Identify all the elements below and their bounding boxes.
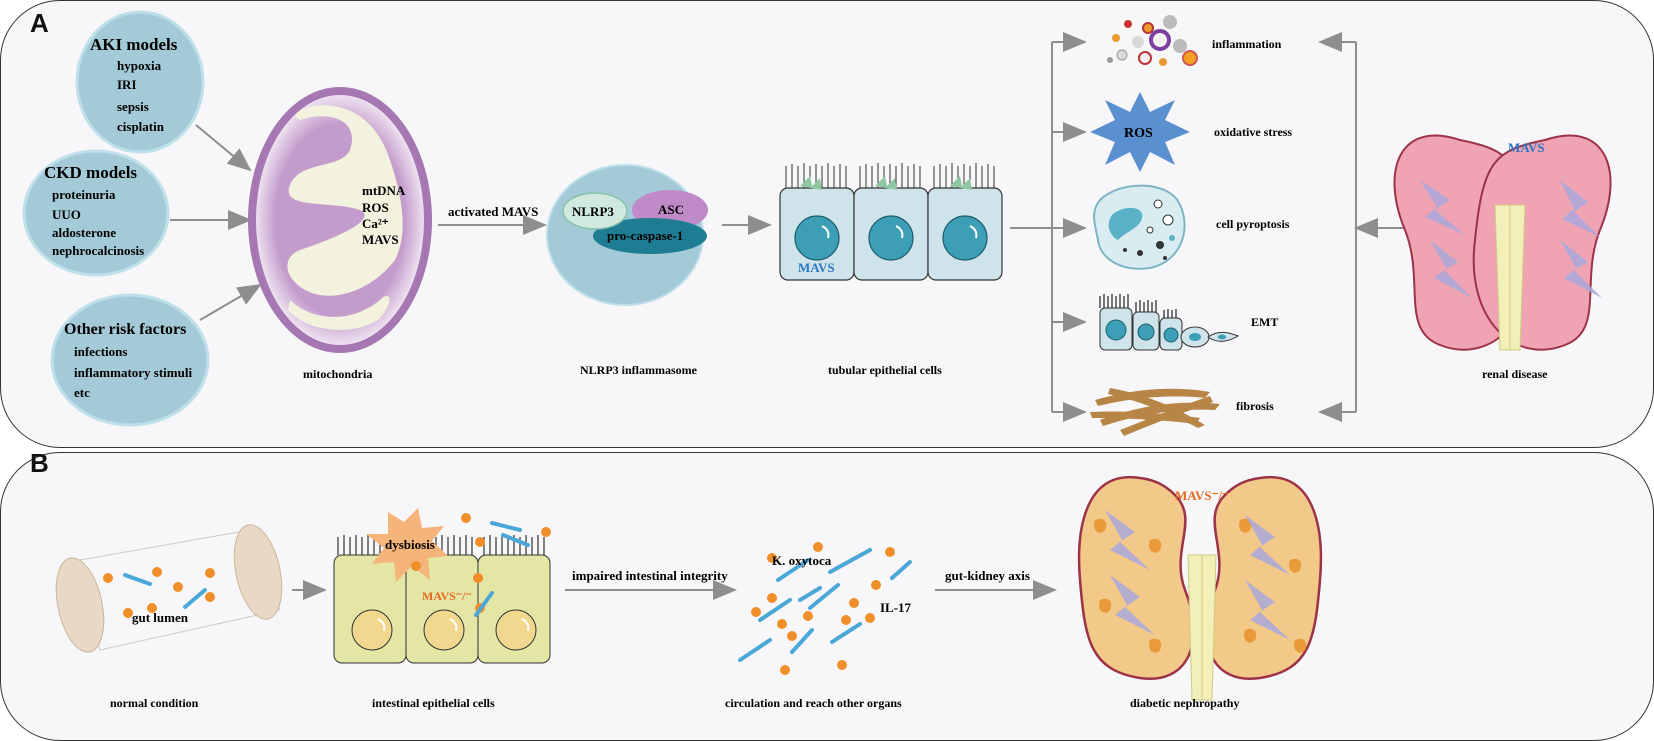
branch-arrows (1010, 32, 1404, 422)
mito-caption: mitochondria (303, 367, 372, 381)
other-item: etc (74, 385, 90, 400)
gut-kidney-axis-label: gut-kidney axis (945, 568, 1030, 583)
mavs-ko-label: MAVS⁻/⁻ (422, 589, 472, 603)
diabetic-nephropathy-caption: diabetic nephropathy (1130, 696, 1239, 710)
tubular-caption: tubular epithelial cells (828, 363, 942, 377)
gut-lumen-icon: gut lumen (55, 524, 283, 653)
kidney-mavs-ko-label: MAVS⁻/⁻ (1175, 488, 1229, 503)
intestinal-cells-icon: dysbiosis MAVS⁻/⁻ (333, 508, 551, 664)
outcome-oxidative-stress: oxidative stress (1214, 125, 1292, 139)
ros-star-icon: ROS (1090, 92, 1190, 172)
outcome-emt: EMT (1251, 315, 1278, 329)
procaspase-label: pro-caspase-1 (607, 228, 683, 243)
dysbiosis-label: dysbiosis (385, 537, 435, 552)
mito-item: MAVS (362, 232, 399, 247)
k-oxytoca-label: K. oxytoca (772, 553, 832, 568)
aki-item: cisplatin (117, 119, 165, 134)
aki-models-bubble: AKI models hypoxia IRI sepsis cisplatin (75, 10, 205, 154)
panel-b-label: B (30, 448, 49, 478)
inflammasome-icon: NLRP3 ASC pro-caspase-1 (546, 164, 708, 306)
other-title: Other risk factors (64, 321, 186, 338)
aki-item: IRI (117, 77, 137, 92)
mito-item: mtDNA (362, 183, 406, 198)
pyroptosis-cell-icon (1093, 184, 1186, 270)
inflammasome-caption: NLRP3 inflammasome (580, 363, 698, 377)
aki-item: sepsis (117, 99, 149, 114)
other-item: inflammatory stimuli (74, 365, 192, 380)
mito-item: ROS (362, 200, 389, 215)
nlrp3-label: NLRP3 (572, 204, 614, 219)
ros-label: ROS (1124, 126, 1153, 141)
ckd-item: UUO (52, 207, 81, 222)
cell-mavs-label: MAVS (798, 260, 835, 275)
intestinal-caption: intestinal epithelial cells (372, 696, 495, 710)
gut-lumen-label: gut lumen (132, 610, 189, 625)
emt-cells-icon (1099, 294, 1240, 351)
fibrosis-icon (1090, 388, 1220, 436)
ckd-item: aldosterone (52, 225, 116, 240)
ckd-item: proteinuria (52, 187, 116, 202)
ckd-title: CKD models (44, 163, 137, 182)
panel-a-label: A (30, 8, 49, 38)
outcome-cell-pyroptosis: cell pyroptosis (1216, 217, 1290, 231)
arrow (195, 124, 252, 172)
impaired-integrity-label: impaired intestinal integrity (572, 568, 728, 583)
bacteria-circulation-icon: K. oxytoca IL-17 (738, 542, 912, 675)
aki-title: AKI models (90, 35, 178, 54)
circulation-caption: circulation and reach other organs (725, 696, 902, 710)
activated-mavs-label: activated MAVS (448, 204, 538, 219)
other-risk-bubble: Other risk factors infections inflammato… (50, 293, 210, 427)
ckd-item: nephrocalcinosis (52, 243, 144, 258)
ckd-models-bubble: CKD models proteinuria UUO aldosterone n… (22, 149, 170, 277)
aki-item: hypoxia (117, 58, 162, 73)
kidney-mavs-label: MAVS (1508, 140, 1545, 155)
inflammation-icon (1107, 15, 1198, 66)
il17-label: IL-17 (880, 600, 912, 615)
kidney-diabetic-nephropathy-icon: MAVS⁻/⁻ (1077, 475, 1323, 701)
kidney-renal-disease-icon: MAVS (1393, 134, 1612, 351)
renal-disease-caption: renal disease (1482, 367, 1548, 381)
tubular-cells-icon: MAVS (779, 163, 1003, 281)
mito-item: Ca²⁺ (362, 216, 389, 231)
other-item: infections (74, 344, 127, 359)
arrow (199, 283, 262, 321)
asc-label: ASC (658, 202, 684, 217)
outcome-inflammation: inflammation (1212, 37, 1282, 51)
mitochondria-icon: mtDNA ROS Ca²⁺ MAVS (248, 87, 432, 353)
outcome-fibrosis: fibrosis (1236, 399, 1274, 413)
normal-caption: normal condition (110, 696, 199, 710)
